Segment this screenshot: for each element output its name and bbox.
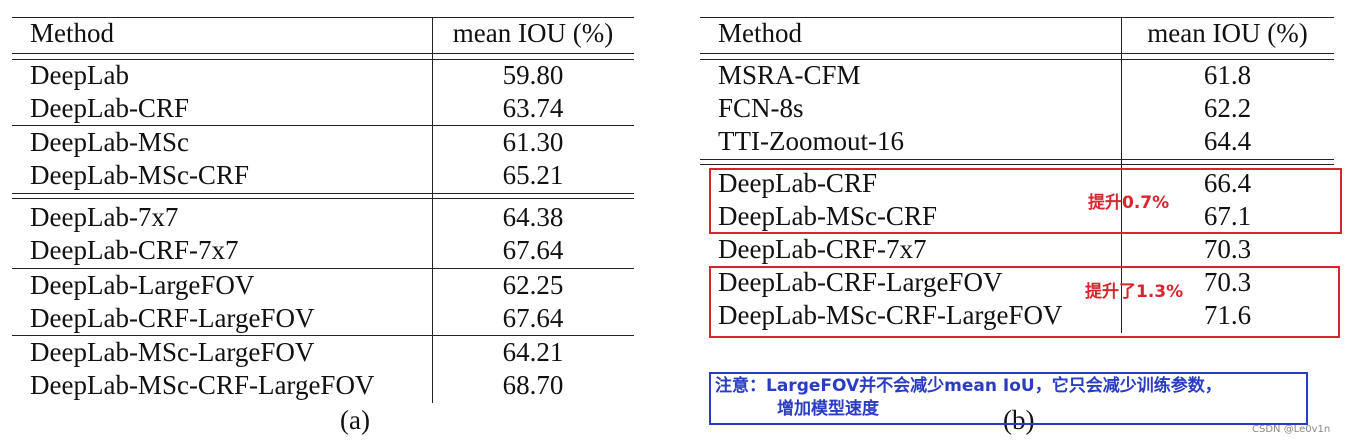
table-row-method: DeepLab-7x7 xyxy=(30,202,179,232)
table-b-column-divider xyxy=(1121,17,1122,333)
table-row-method: DeepLab-MSc-CRF xyxy=(718,201,937,231)
table-row-value: 61.8 xyxy=(1203,60,1252,90)
table-b-double-rule-1 xyxy=(700,159,1334,160)
improvement-label-largefov: 提升了1.3% xyxy=(1085,282,1184,302)
table-row-method: TTI-Zoomout-16 xyxy=(718,126,904,156)
table-row-value: 67.1 xyxy=(1203,201,1252,231)
table-a-top-rule xyxy=(12,17,634,18)
table-a-double-rule-2 xyxy=(12,198,634,199)
table-b-header-method: Method xyxy=(718,18,802,48)
table-a-group-rule xyxy=(12,125,634,126)
table-row-method: DeepLab-MSc-CRF xyxy=(30,160,249,190)
table-row-method: DeepLab-MSc-CRF-LargeFOV xyxy=(718,300,1063,330)
table-row-value: 71.6 xyxy=(1203,300,1252,330)
table-a-double-rule-1 xyxy=(12,193,634,194)
table-a-caption: (a) xyxy=(340,405,370,435)
table-a-group-rule xyxy=(12,335,634,336)
table-row-value: 62.25 xyxy=(502,270,564,300)
watermark: CSDN @Le0v1n xyxy=(1252,424,1331,435)
table-row-method: DeepLab-LargeFOV xyxy=(30,270,255,300)
table-row-value: 59.80 xyxy=(502,60,564,90)
table-row-value: 67.64 xyxy=(502,235,564,265)
table-b-double-rule-2 xyxy=(700,164,1334,165)
table-b-header-metric: mean IOU (%) xyxy=(1147,18,1308,48)
table-a-column-divider xyxy=(432,17,433,403)
highlight-box-largefov xyxy=(709,266,1340,338)
highlight-box-msc xyxy=(709,168,1342,234)
note-line-1: 注意：LargeFOV并不会减少mean IoU，它只会减少训练参数， xyxy=(715,376,1222,396)
table-row-method: FCN-8s xyxy=(718,93,804,123)
table-a-header-method: Method xyxy=(30,18,114,48)
note-box xyxy=(709,372,1308,425)
table-row-method: DeepLab-CRF xyxy=(718,168,877,198)
table-row-value: 63.74 xyxy=(502,93,564,123)
table-row-value: 65.21 xyxy=(502,160,564,190)
table-b-top-rule xyxy=(700,17,1334,18)
table-row-method: DeepLab-CRF-LargeFOV xyxy=(30,303,315,333)
table-row-method: DeepLab-CRF xyxy=(30,93,189,123)
table-row-method: DeepLab-CRF-7x7 xyxy=(718,234,927,264)
table-row-value: 70.3 xyxy=(1203,234,1252,264)
table-a-header-rule-1 xyxy=(12,53,634,54)
note-line-2: 增加模型速度 xyxy=(777,399,879,419)
table-row-method: DeepLab-MSc-CRF-LargeFOV xyxy=(30,370,375,400)
table-row-value: 66.4 xyxy=(1203,168,1252,198)
table-row-method: DeepLab-MSc xyxy=(30,127,189,157)
table-row-value: 67.64 xyxy=(502,303,564,333)
table-row-value: 64.38 xyxy=(502,202,564,232)
table-row-method: DeepLab-CRF-7x7 xyxy=(30,235,239,265)
table-row-value: 64.21 xyxy=(502,337,564,367)
table-b-header-rule-2 xyxy=(700,59,1334,60)
table-row-method: MSRA-CFM xyxy=(718,60,861,90)
table-b-caption: (b) xyxy=(1003,405,1035,435)
table-row-value: 68.70 xyxy=(502,370,564,400)
table-b-header-rule-1 xyxy=(700,53,1334,54)
table-a-header-rule-2 xyxy=(12,59,634,60)
table-row-method: DeepLab xyxy=(30,60,129,90)
table-row-value: 61.30 xyxy=(502,127,564,157)
improvement-label-msc: 提升0.7% xyxy=(1088,193,1170,213)
table-row-value: 62.2 xyxy=(1203,93,1252,123)
table-a-group-rule xyxy=(12,268,634,269)
table-row-method: DeepLab-MSc-LargeFOV xyxy=(30,337,315,367)
table-row-value: 70.3 xyxy=(1203,267,1252,297)
table-row-value: 64.4 xyxy=(1203,126,1252,156)
table-a-header-metric: mean IOU (%) xyxy=(452,18,614,48)
table-row-method: DeepLab-CRF-LargeFOV xyxy=(718,267,1003,297)
